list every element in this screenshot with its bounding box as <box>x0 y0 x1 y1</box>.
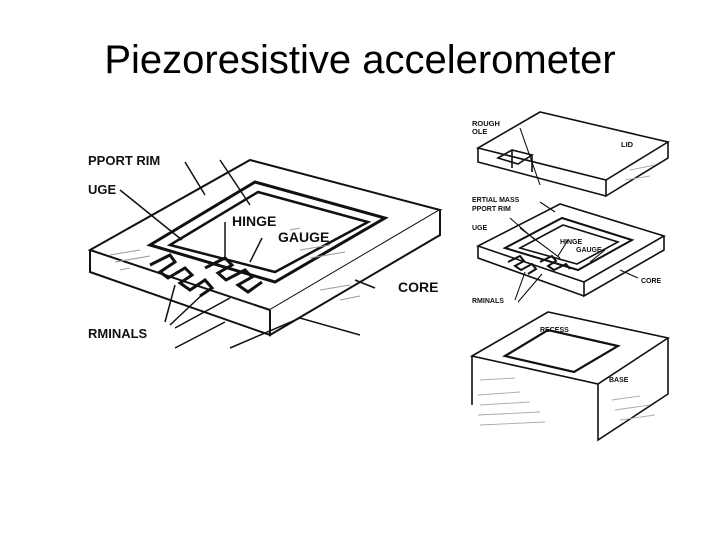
left-label-support-rim: PPORT RIM <box>88 153 160 168</box>
right-leader-lines <box>509 127 639 303</box>
left-texture <box>109 227 361 301</box>
left-label-hinge: HINGE <box>232 213 276 229</box>
right-core-gauges <box>507 254 571 275</box>
slide-title: Piezoresistive accelerometer <box>104 38 616 82</box>
right-label-inertial-mass: ERTIAL MASS <box>472 197 520 204</box>
left-label-gauge: UGE <box>88 182 117 197</box>
right-base-front <box>471 338 669 442</box>
left-label-terminals: RMINALS <box>88 326 148 341</box>
right-lid-front <box>477 142 669 198</box>
right-core-mass <box>517 224 621 265</box>
right-label-hinge: HINGE <box>560 239 583 246</box>
left-figure <box>87 158 443 349</box>
left-inner-frame <box>146 180 389 284</box>
right-label-gauge-left: UGE <box>472 225 488 232</box>
right-core-front <box>477 236 665 298</box>
right-texture <box>477 164 656 426</box>
right-base-recess <box>502 328 621 374</box>
left-label-gauge-center: GAUGE <box>278 229 329 245</box>
right-label-recess: RECESS <box>540 327 569 334</box>
right-label-support-rim: PPORT RIM <box>472 206 511 213</box>
right-base-top <box>469 311 671 385</box>
left-inner-mass <box>166 190 372 274</box>
left-gauge-traces <box>149 253 263 298</box>
right-label-terminals: RMINALS <box>472 298 504 305</box>
right-label-gauge: GAUGE <box>576 247 602 254</box>
right-label-core: CORE <box>641 278 662 285</box>
right-label-lid: LID <box>621 140 634 149</box>
left-lower-layer <box>174 317 361 349</box>
right-label-base: BASE <box>609 377 629 384</box>
left-block-side <box>89 250 271 337</box>
left-label-core: CORE <box>398 279 438 295</box>
right-label-through: ROUGH <box>472 119 500 128</box>
right-label-hole: OLE <box>472 127 487 136</box>
left-leader-lines <box>119 159 376 329</box>
right-figure <box>469 111 671 442</box>
left-block-top <box>87 158 443 312</box>
